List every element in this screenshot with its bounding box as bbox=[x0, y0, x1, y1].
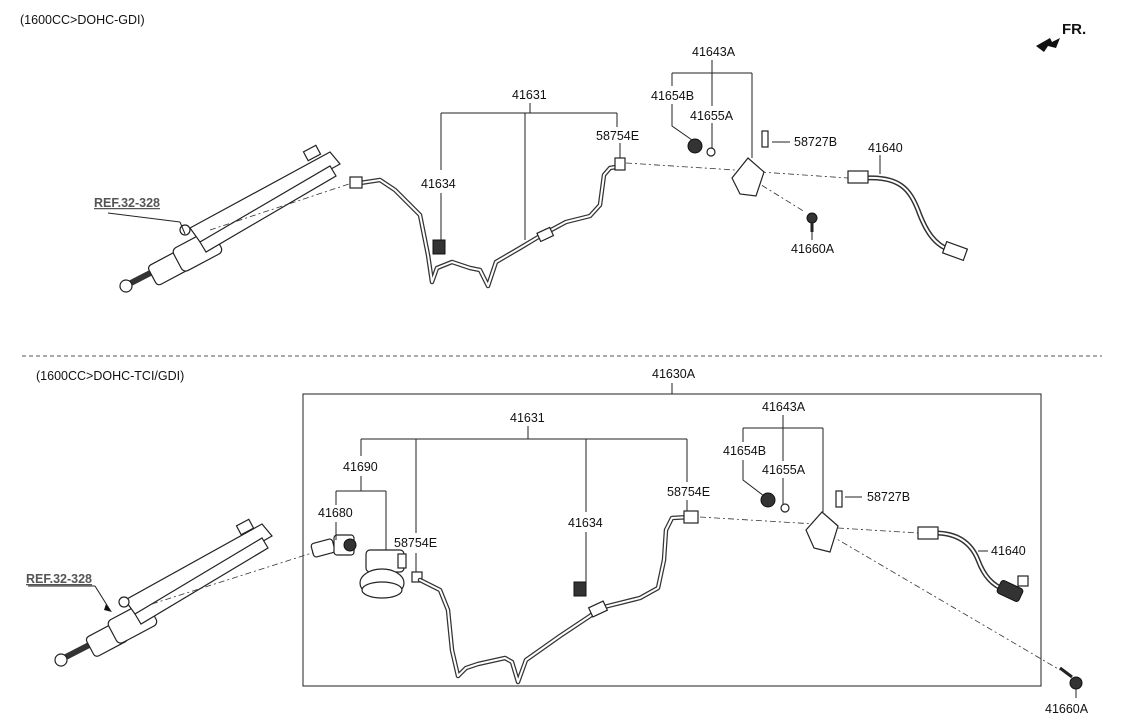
ref-label-bottom: REF.32-328 bbox=[26, 572, 92, 586]
clutch-pipe-bottom bbox=[417, 510, 699, 685]
label-58727B-bottom: 58727B bbox=[867, 490, 910, 504]
label-41654B-top: 41654B bbox=[651, 89, 694, 103]
label-41680: 41680 bbox=[318, 506, 353, 520]
leaders-bottom bbox=[335, 415, 1077, 698]
dash-mc-to-pipe-top bbox=[209, 182, 353, 231]
front-arrow-icon bbox=[1036, 38, 1060, 52]
connector-group-bottom bbox=[310, 534, 423, 599]
label-41643A-top: 41643A bbox=[692, 45, 736, 59]
label-41640-top: 41640 bbox=[868, 141, 903, 155]
label-58754E-top: 58754E bbox=[596, 129, 639, 143]
label-58727B-top: 58727B bbox=[794, 135, 837, 149]
label-41655A-top: 41655A bbox=[690, 109, 734, 123]
label-41654B-bottom: 41654B bbox=[723, 444, 766, 458]
label-41655A-bottom: 41655A bbox=[762, 463, 806, 477]
ref-label-top: REF.32-328 bbox=[94, 196, 160, 210]
label-41634-top: 41634 bbox=[421, 177, 456, 191]
bolt-41660A-bottom bbox=[1059, 666, 1083, 690]
clip-41634-bottom bbox=[573, 581, 587, 597]
label-41631-bottom: 41631 bbox=[510, 411, 545, 425]
label-41660A-top: 41660A bbox=[791, 242, 835, 256]
label-41643A-bottom: 41643A bbox=[762, 400, 806, 414]
label-41634-bottom: 41634 bbox=[568, 516, 603, 530]
label-41640-bottom: 41640 bbox=[991, 544, 1026, 558]
bottom-section-title: (1600CC>DOHC-TCI/GDI) bbox=[36, 369, 184, 383]
label-41631-top: 41631 bbox=[512, 88, 547, 102]
bracket-group-bottom bbox=[760, 490, 843, 553]
label-58754E-bottom-b: 58754E bbox=[667, 485, 710, 499]
clutch-hose-top bbox=[847, 170, 969, 262]
bracket-group-top bbox=[687, 130, 818, 232]
master-cylinder-top bbox=[119, 144, 341, 293]
label-41690: 41690 bbox=[343, 460, 378, 474]
label-41630A: 41630A bbox=[652, 367, 696, 381]
master-cylinder-bottom bbox=[54, 518, 273, 667]
leaders-top bbox=[440, 60, 881, 240]
top-section-title: (1600CC>DOHC-GDI) bbox=[20, 13, 145, 27]
clutch-pipe-top bbox=[349, 157, 626, 289]
label-41660A-bottom: 41660A bbox=[1045, 702, 1089, 716]
label-58754E-bottom-a: 58754E bbox=[394, 536, 437, 550]
front-label: FR. bbox=[1062, 21, 1086, 38]
clutch-hose-bottom bbox=[917, 526, 1029, 602]
ref-leader-top bbox=[107, 212, 181, 223]
clip-41634-top bbox=[432, 239, 446, 255]
front-direction-indicator: FR. bbox=[1036, 21, 1086, 52]
